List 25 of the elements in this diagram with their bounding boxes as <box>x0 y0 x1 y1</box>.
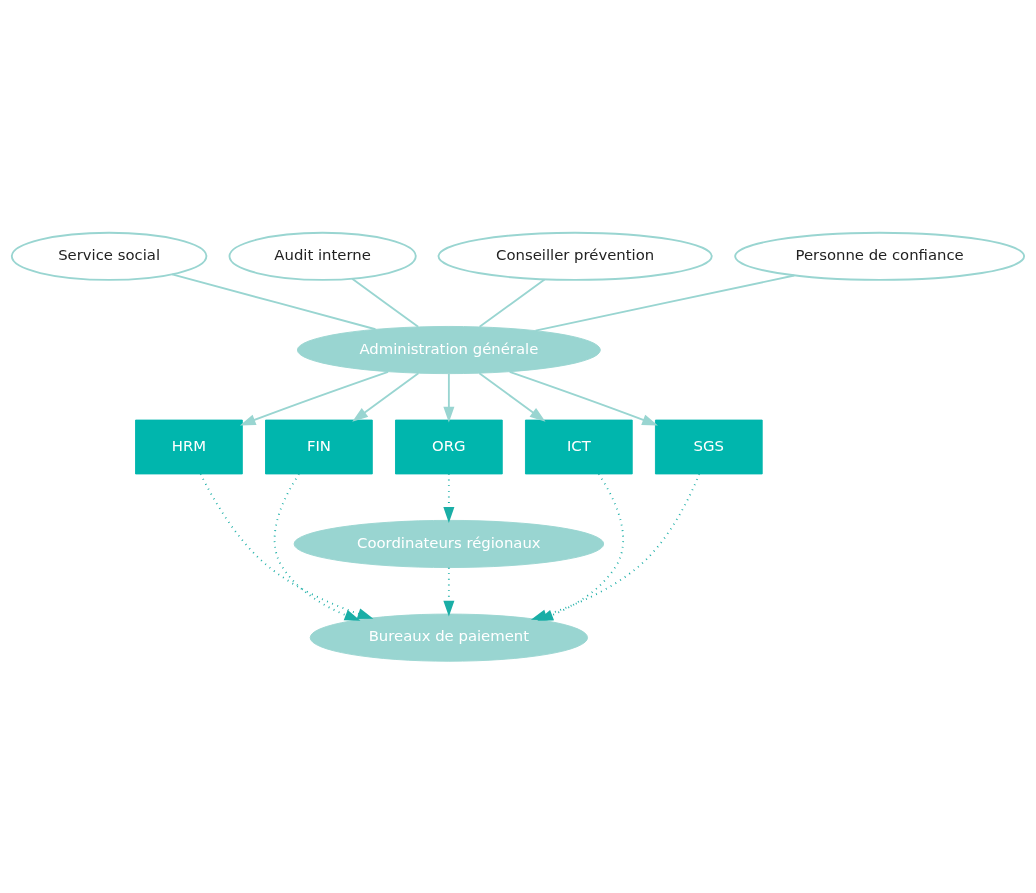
node-box: SGS <box>654 419 763 474</box>
arrow <box>273 472 361 621</box>
node-ellipse: Coordinateurs régionaux <box>293 519 605 568</box>
node-ellipse: Administration générale <box>296 325 601 374</box>
arrow <box>443 372 455 423</box>
node-box: FIN <box>265 419 373 474</box>
node-box: ICT <box>525 419 633 474</box>
arrow <box>478 371 546 422</box>
arrow <box>443 472 455 523</box>
node-box: ORG <box>395 419 503 474</box>
arrow <box>352 371 420 422</box>
arrow <box>199 472 374 619</box>
arrow <box>239 370 389 425</box>
node-ellipse: Service social <box>10 231 208 281</box>
connector <box>351 277 420 328</box>
node-box: HRM <box>135 419 243 474</box>
node-ellipse: Conseiller prévention <box>437 231 713 281</box>
connector <box>171 272 377 330</box>
node-ellipse: Audit interne <box>228 231 417 281</box>
connector <box>478 278 546 328</box>
arrow <box>443 566 455 617</box>
arrow <box>508 370 658 425</box>
node-ellipse: Personne de confiance <box>734 231 1026 281</box>
node-ellipse: Bureaux de paiement <box>309 613 589 662</box>
connector <box>534 274 796 332</box>
